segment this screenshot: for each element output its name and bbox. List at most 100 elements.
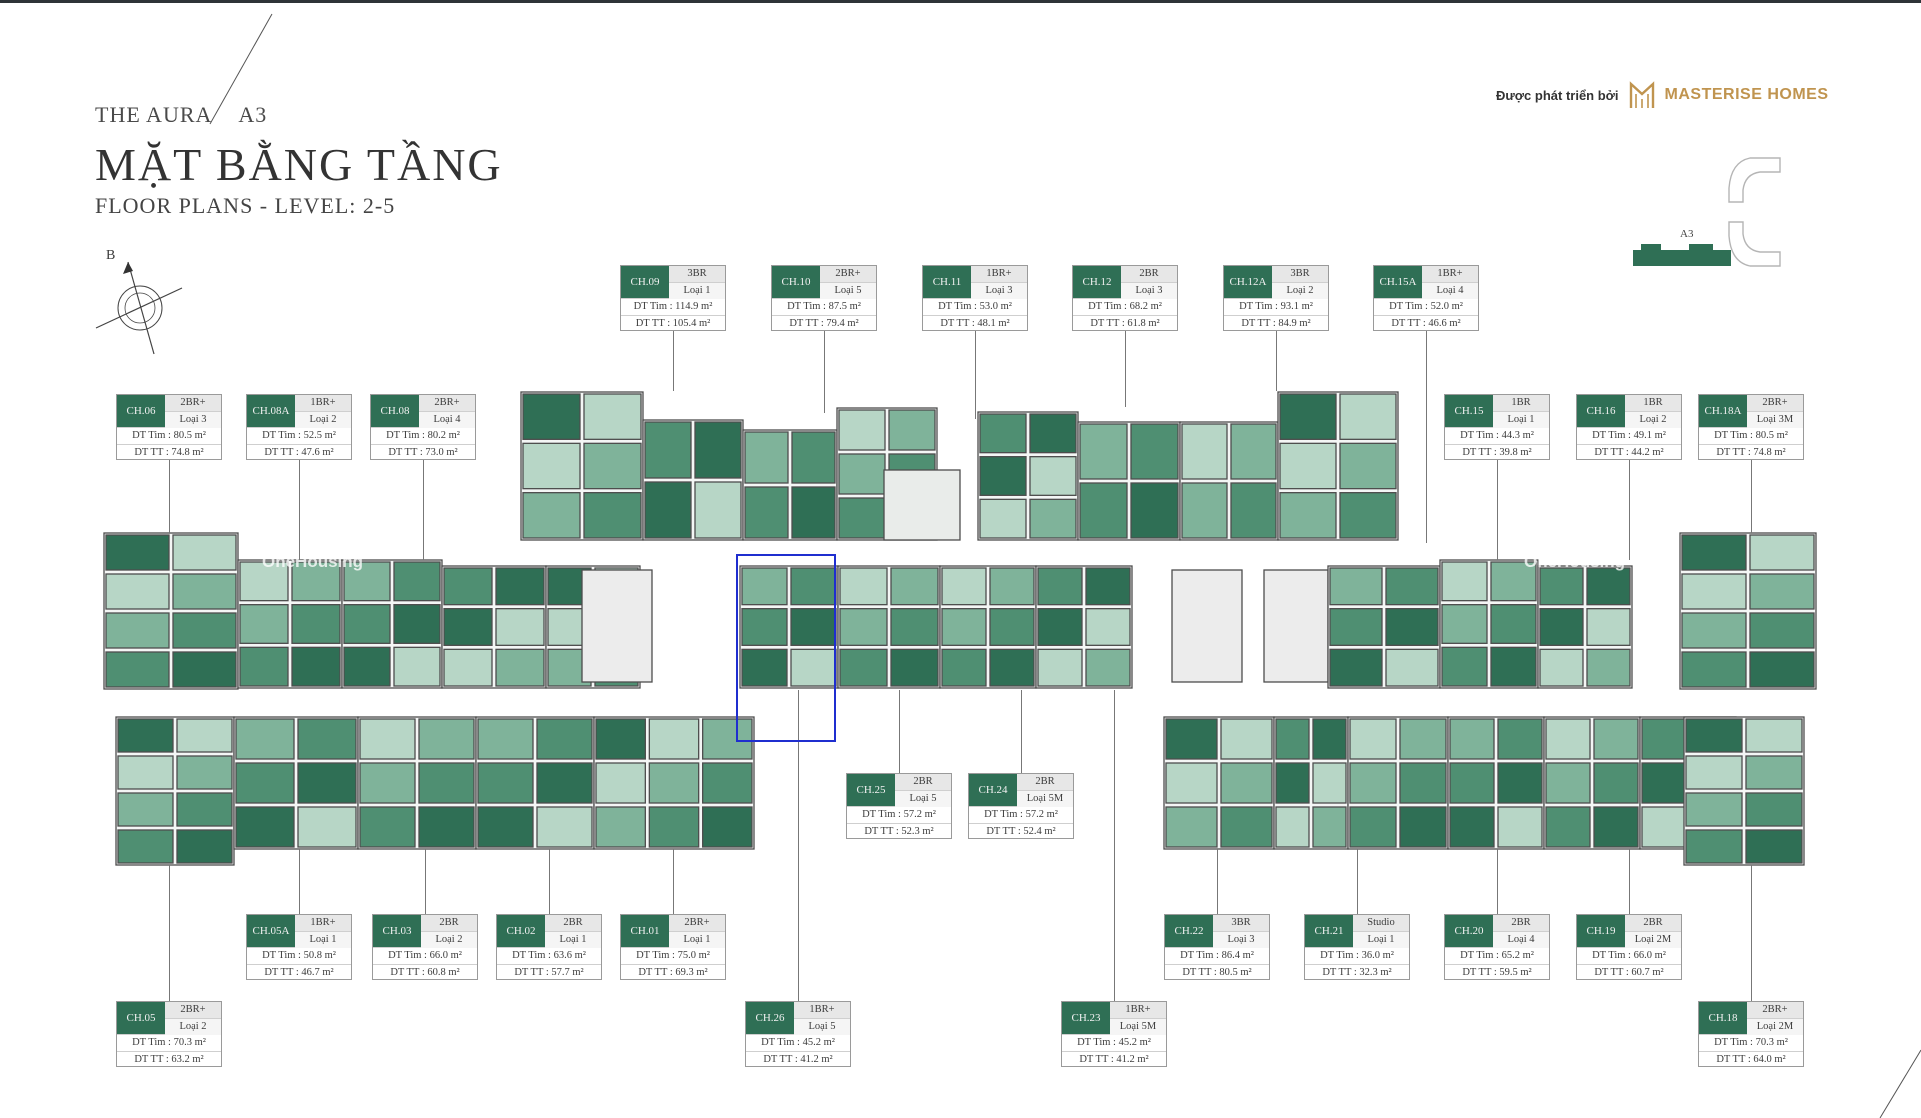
room: [1220, 718, 1273, 760]
room: [105, 573, 170, 610]
unit-code: CH.23: [1062, 1002, 1110, 1034]
room: [702, 806, 753, 848]
unit-area-tt: DT TT : 74.8 m²: [1699, 444, 1803, 461]
leader-line: [423, 460, 424, 560]
selected-unit-highlight[interactable]: [736, 554, 836, 742]
room: [495, 567, 545, 606]
room: [694, 421, 742, 479]
unit-area-tt: DT TT : 47.6 m²: [247, 444, 351, 461]
room: [297, 806, 357, 848]
unit-type: 3BR: [1213, 915, 1269, 931]
unit-area-tim: DT Tim : 93.1 m²: [1224, 298, 1328, 315]
project-name: THE AURA: [95, 102, 213, 127]
unit-type: 2BR+: [820, 266, 876, 282]
room: [1745, 755, 1803, 790]
unit-loai: Loại 1: [295, 931, 351, 948]
room: [477, 806, 534, 848]
room: [1079, 482, 1128, 539]
room: [1497, 718, 1543, 760]
unit-area-tim: DT Tim : 45.2 m²: [746, 1034, 850, 1051]
leader-line: [549, 849, 550, 914]
room: [418, 762, 475, 804]
unit-type: 1BR+: [295, 915, 351, 931]
leader-line: [899, 690, 900, 773]
room: [291, 561, 341, 602]
unit-area-tim: DT Tim : 57.2 m²: [847, 806, 951, 823]
room: [117, 829, 174, 864]
room: [443, 567, 493, 606]
room: [1181, 423, 1228, 480]
unit-type: 2BR: [421, 915, 477, 931]
unit-type: 1BR+: [971, 266, 1027, 282]
room: [1130, 482, 1179, 539]
room: [790, 567, 837, 606]
room: [1749, 573, 1815, 610]
lift-core-center: [1171, 569, 1243, 683]
room: [741, 648, 788, 687]
room: [1349, 762, 1397, 804]
room: [1399, 718, 1447, 760]
room: [791, 486, 836, 539]
room: [989, 648, 1035, 687]
unit-area-tt: DT TT : 41.2 m²: [746, 1051, 850, 1068]
unit-loai: Loại 2: [1272, 282, 1328, 299]
room: [791, 431, 836, 484]
unit-loai: Loại 2M: [1747, 1018, 1803, 1035]
leader-line: [798, 690, 799, 1001]
room: [1312, 718, 1347, 760]
room: [393, 561, 441, 602]
unit-area-tim: DT Tim : 50.8 m²: [247, 947, 351, 964]
unit-code: CH.19: [1577, 915, 1625, 947]
room: [1745, 792, 1803, 827]
leader-line: [1125, 331, 1126, 407]
unit-area-tt: DT TT : 64.0 m²: [1699, 1051, 1803, 1068]
room: [644, 481, 692, 539]
unit-area-tim: DT Tim : 63.6 m²: [497, 947, 601, 964]
room: [235, 762, 295, 804]
room: [1749, 612, 1815, 649]
room: [1085, 648, 1131, 687]
room: [172, 612, 237, 649]
room: [890, 608, 939, 646]
room: [1029, 456, 1077, 496]
room: [477, 762, 534, 804]
unit-loai: Loại 1: [669, 931, 725, 948]
room: [1441, 561, 1488, 602]
room: [1681, 573, 1747, 610]
room: [744, 486, 789, 539]
unit-type: 2BR+: [669, 915, 725, 931]
unit-area-tim: DT Tim : 80.5 m²: [117, 427, 221, 444]
room: [1349, 806, 1397, 848]
room: [1399, 806, 1447, 848]
leader-line: [673, 849, 674, 914]
room: [1586, 567, 1631, 606]
room: [1681, 534, 1747, 571]
room: [1749, 651, 1815, 688]
